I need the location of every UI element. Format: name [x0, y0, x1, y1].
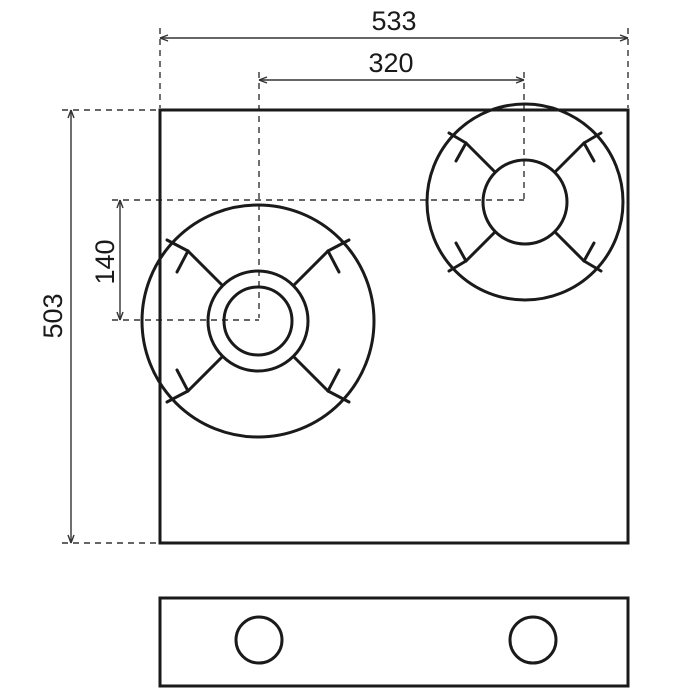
large-burner [140, 203, 376, 439]
large-burner-grate-arms [165, 238, 351, 404]
hob-top-plate [158, 108, 630, 545]
large-burner-outer-cap [206, 269, 310, 373]
small-burner-grate-ring [425, 102, 625, 302]
dimension-label-533: 533 [371, 6, 416, 36]
front-view [158, 596, 630, 688]
dimension-burner-offset: 140 [90, 199, 524, 321]
left-knob [234, 615, 284, 665]
dimension-overall-depth: 503 [38, 109, 160, 544]
dimension-label-320: 320 [368, 48, 413, 78]
dimension-overall-width: 533 [159, 6, 629, 108]
large-burner-grate-ring [140, 203, 376, 439]
dimension-burner-spacing: 320 [258, 48, 525, 318]
large-burner-inner-cap [222, 285, 294, 357]
right-knob [508, 615, 558, 665]
small-burner-cap [481, 158, 569, 246]
dimension-label-140: 140 [90, 239, 120, 284]
small-burner [425, 102, 625, 302]
front-panel [158, 596, 630, 688]
small-burner-grate-arms [447, 131, 603, 273]
dimension-label-503: 503 [38, 293, 68, 338]
